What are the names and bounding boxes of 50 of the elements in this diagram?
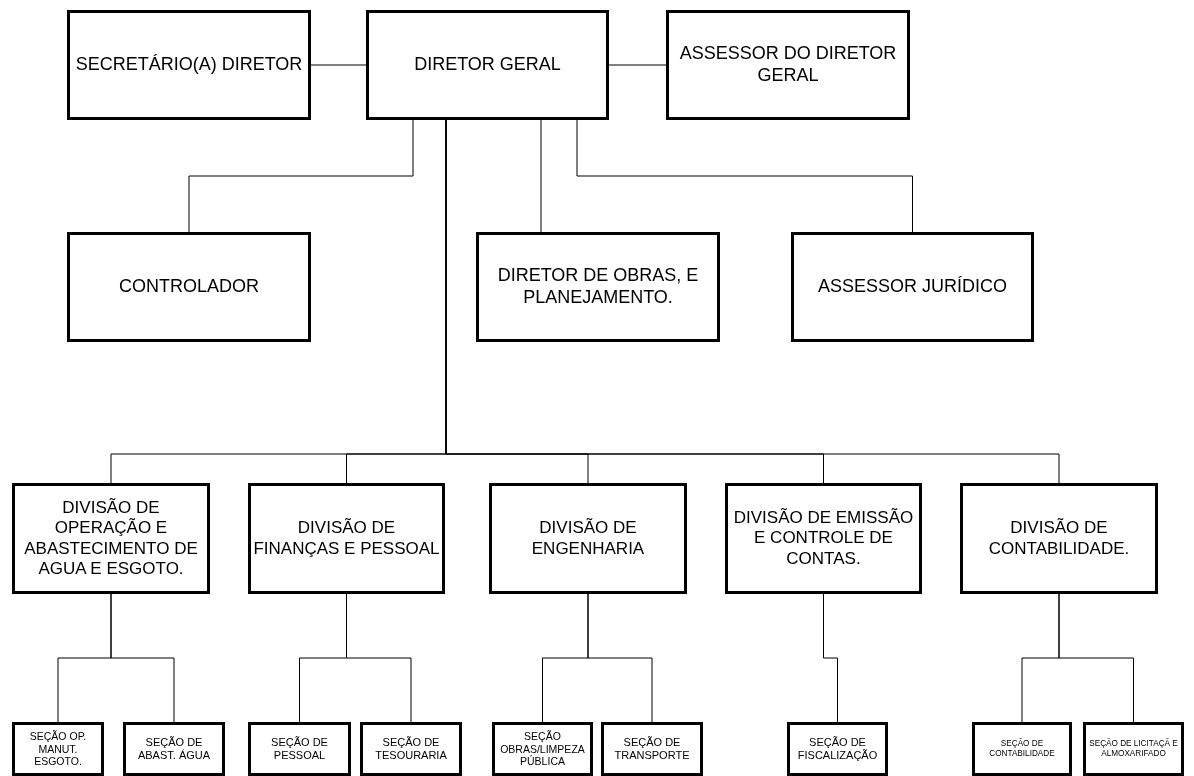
box-label: CONTROLADOR (119, 276, 259, 298)
org-box (492, 722, 593, 776)
box-label: ASSESSOR DO DIRETOR GERAL (678, 43, 898, 87)
org-box (476, 232, 720, 342)
box-label: DIRETOR GERAL (414, 54, 561, 76)
box-label: SEÇÃO DE CONTABILIDADE (988, 739, 1056, 759)
box-label: DIRETOR DE OBRAS, E PLANEJAMENTO. (496, 265, 700, 309)
org-box (67, 232, 311, 342)
connector-line (540, 119, 542, 233)
org-box (248, 722, 351, 776)
box-label: DIVISÃO DE FINANÇAS E PESSOAL (253, 518, 440, 559)
org-box (12, 722, 104, 776)
connector-line (608, 64, 667, 66)
box-label: DIVISÃO DE OPERAÇÃO E ABASTECIMENTO DE AGUA E ESGOTO. (23, 497, 199, 580)
org-box (366, 10, 609, 120)
box-label: SEÇÃO DE ABAST. ÁGUA (136, 735, 212, 763)
connector-line (188, 119, 414, 233)
box-label: ASSESSOR JURÍDICO (817, 276, 1007, 298)
box-label: DIVISÃO DE CONTABILIDADE. (987, 518, 1131, 559)
org-box (791, 232, 1034, 342)
org-box (725, 483, 922, 594)
box-label: SEÇÃO DE FISCALIZAÇÃO (796, 735, 879, 763)
connector-line (576, 119, 913, 233)
box-label: SECRETÁRIO(A) DIRETOR (75, 54, 303, 76)
org-box (67, 10, 311, 120)
org-box (601, 722, 703, 776)
connector-line (1058, 593, 1134, 723)
org-box (360, 722, 462, 776)
org-box (123, 722, 225, 776)
box-label: SEÇÃO DE TRANSPORTE (613, 735, 691, 763)
org-box (960, 483, 1158, 594)
box-label: SEÇÃO DE LICITAÇÃ E ALMOXARIFADO (1088, 739, 1179, 759)
connector-line (823, 593, 838, 723)
box-label: SEÇÃO OP. MANUT. ESGOTO. (28, 730, 88, 768)
org-box (489, 483, 687, 594)
org-box (1083, 722, 1184, 776)
box-label: DIVISÃO DE ENGENHARIA (530, 518, 646, 559)
connector-line (310, 64, 367, 66)
box-label: SEÇÃO DE PESSOAL (270, 735, 329, 763)
connector-line (587, 593, 653, 723)
connector-line (445, 119, 1060, 484)
connector-line (110, 593, 175, 723)
org-box (248, 483, 445, 594)
org-box (787, 722, 888, 776)
box-label: SEÇÃO DE TESOURARIA (374, 735, 448, 763)
box-label: DIVISÃO DE EMISSÃO E CONTROLE DE CONTAS. (732, 507, 915, 570)
box-label: SEÇÃO OBRAS/LIMPEZA PÚBLICA (499, 730, 586, 768)
org-box (972, 722, 1072, 776)
org-box (666, 10, 910, 120)
org-box (12, 483, 210, 594)
